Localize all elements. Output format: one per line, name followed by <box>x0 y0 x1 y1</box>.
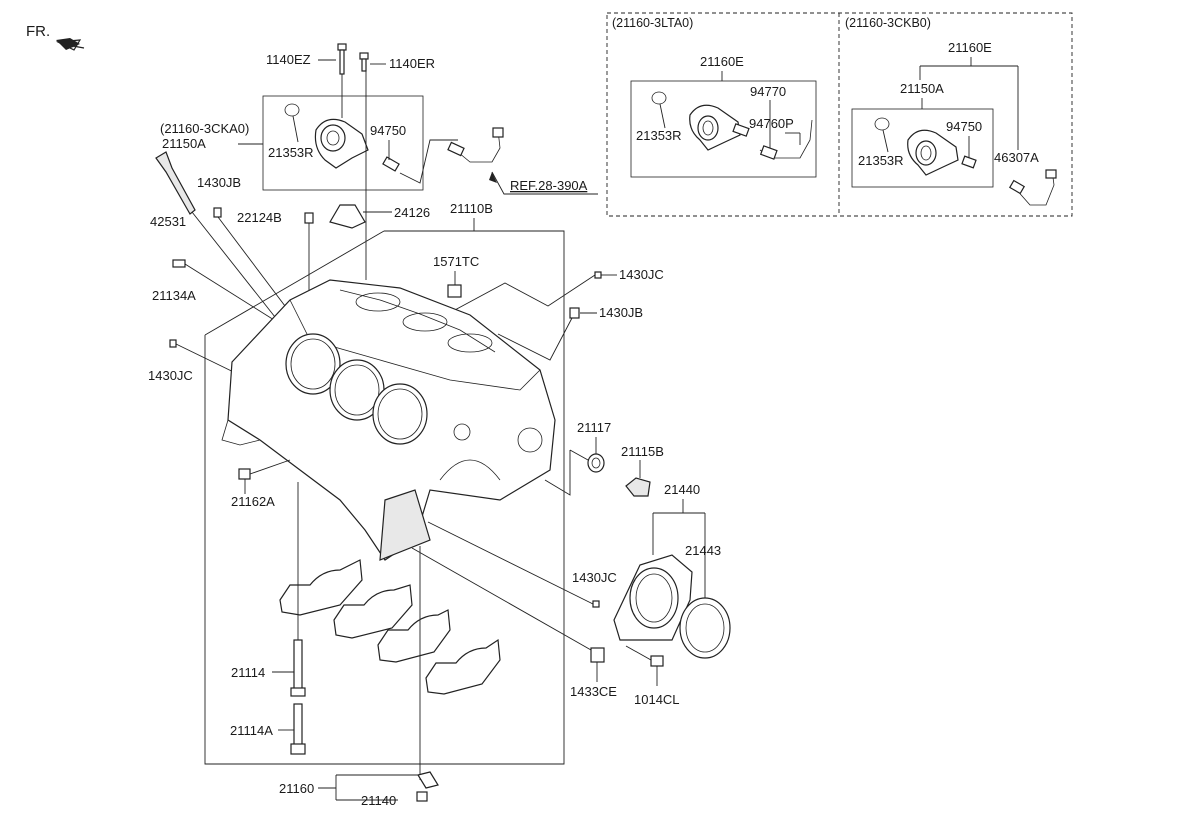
label-21110B: 21110B <box>450 201 493 216</box>
label-21162A: 21162A <box>231 494 275 509</box>
label-94770: 94770 <box>750 84 786 99</box>
label-21353R-right: 21353R <box>858 153 904 168</box>
plug-1430JC-left-icon <box>169 339 177 348</box>
cylinder-block-21110B-icon <box>221 279 556 561</box>
bolt-21114A-icon <box>290 703 306 755</box>
label-1430JB-right: 1430JB <box>599 305 643 320</box>
seal-21117-icon <box>587 453 605 473</box>
variant-main-code: (21160-3CKA0) <box>160 121 249 136</box>
dipstick-42531-icon <box>155 151 196 215</box>
cylinder-bore-3-icon <box>372 383 428 445</box>
label-1140EZ: 1140EZ <box>266 52 311 67</box>
label-1140ER: 1140ER <box>389 56 435 71</box>
label-24126: 24126 <box>394 205 430 220</box>
fr-arrow-head-icon <box>56 38 80 50</box>
label-21150A-main: 21150A <box>162 136 206 151</box>
label-1430JC-left: 1430JC <box>148 368 193 383</box>
bolt-21162A-icon <box>238 468 251 480</box>
water-housing-left-icon <box>689 104 750 151</box>
label-22124B: 22124B <box>237 210 282 225</box>
water-housing-right-icon <box>907 129 977 176</box>
fr-orientation-label: FR. <box>26 23 50 40</box>
bearing-caps-icon <box>279 559 501 695</box>
label-94760P: 94760P <box>749 116 794 131</box>
stud-21134A-icon <box>172 259 186 268</box>
label-1430JC-top: 1430JC <box>619 267 664 282</box>
o-ring-main-icon <box>284 103 300 117</box>
label-21443: 21443 <box>685 543 721 558</box>
variant-box <box>606 12 1073 217</box>
label-1571TC: 1571TC <box>433 254 479 269</box>
plug-1430JB-right-icon <box>569 307 580 319</box>
dowel-22124B-icon <box>304 212 314 224</box>
label-21353R-left: 21353R <box>636 128 682 143</box>
label-21114A: 21114A <box>230 723 273 738</box>
label-94750-right: 94750 <box>946 119 982 134</box>
sensor-box-main <box>262 95 424 191</box>
label-21150A-right: 21150A <box>900 81 944 96</box>
ref-28-390A-link[interactable]: REF.28-390A <box>510 178 588 193</box>
label-46307A: 46307A <box>994 150 1039 165</box>
label-21440: 21440 <box>664 482 700 497</box>
bolt-1140ER-icon <box>359 52 369 72</box>
label-21140: 21140 <box>361 793 396 808</box>
seal-case-21440-icon <box>613 554 693 641</box>
variant-right-code: (21160-3CKB0) <box>845 16 931 30</box>
label-1433CE: 1433CE <box>570 684 617 699</box>
label-21115B: 21115B <box>621 444 664 459</box>
sensor-box-right <box>851 108 994 188</box>
plug-1571TC-icon <box>447 284 462 298</box>
o-ring-right-icon <box>874 117 890 131</box>
label-1014CL: 1014CL <box>634 692 680 707</box>
sensor-box-left <box>630 80 817 178</box>
sensor-wire-main-icon <box>452 129 501 163</box>
plug-1430JB-icon <box>213 207 222 218</box>
block-outline-box <box>204 230 565 765</box>
label-42531: 42531 <box>150 214 186 229</box>
label-94750-main: 94750 <box>370 123 406 138</box>
label-21134A: 21134A <box>152 288 196 303</box>
sensor-wire-right-icon <box>1014 169 1055 206</box>
plug-21115B-icon <box>625 477 651 497</box>
plug-21160-icon <box>417 771 439 789</box>
water-housing-main-icon <box>314 118 400 172</box>
ref-leader-line <box>399 139 458 184</box>
cylinder-bore-1-icon <box>285 333 341 395</box>
plug-1430JC-top-icon <box>594 271 602 279</box>
o-ring-left-icon <box>651 91 667 105</box>
label-21160: 21160 <box>279 781 314 796</box>
bolt-1014CL-icon <box>650 655 664 667</box>
label-1430JB-top: 1430JB <box>197 175 241 190</box>
label-21114: 21114 <box>231 665 265 680</box>
label-21160E-left: 21160E <box>700 54 744 69</box>
dowel-1433CE-icon <box>590 647 605 663</box>
label-21117: 21117 <box>577 420 611 435</box>
bolt-1140EZ-icon <box>337 43 347 75</box>
plug-21140-icon <box>416 791 428 802</box>
bolt-21114-icon <box>290 639 306 697</box>
plug-1430JC-bottom-icon <box>592 600 600 608</box>
label-1430JC-bottom: 1430JC <box>572 570 617 585</box>
oil-seal-21443-icon <box>679 597 731 659</box>
label-21353R-main: 21353R <box>268 145 314 160</box>
bracket-24126-icon <box>329 204 366 229</box>
label-21160E-right: 21160E <box>948 40 992 55</box>
variant-left-code: (21160-3LTA0) <box>612 16 693 30</box>
